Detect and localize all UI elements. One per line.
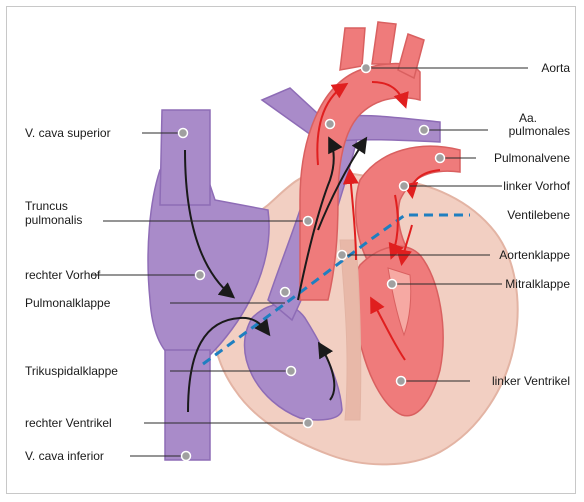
label-ventilebene: Ventilebene: [470, 209, 570, 222]
label-linker-ventrikel: linker Ventrikel: [455, 375, 570, 388]
label-truncus-line2: pulmonalis: [25, 214, 82, 227]
label-pulmonalklappe: Pulmonalklappe: [25, 297, 110, 310]
label-pulmonalvene: Pulmonalvene: [470, 152, 570, 165]
label-rechter-ventrikel: rechter Ventrikel: [25, 417, 112, 430]
label-truncus-line1: Truncus: [25, 200, 68, 213]
label-aa-pulmonales-line2: pulmonales: [488, 125, 570, 138]
label-rechter-vorhof: rechter Vorhof: [25, 269, 100, 282]
label-aortenklappe: Aortenklappe: [470, 249, 570, 262]
label-linker-vorhof: linker Vorhof: [470, 180, 570, 193]
label-aorta: Aorta: [480, 62, 570, 75]
label-trikuspidalklappe: Trikuspidalklappe: [25, 365, 118, 378]
label-mitralklappe: Mitralklappe: [470, 278, 570, 291]
label-v-cava-superior: V. cava superior: [25, 127, 111, 140]
label-v-cava-inferior: V. cava inferior: [25, 450, 104, 463]
